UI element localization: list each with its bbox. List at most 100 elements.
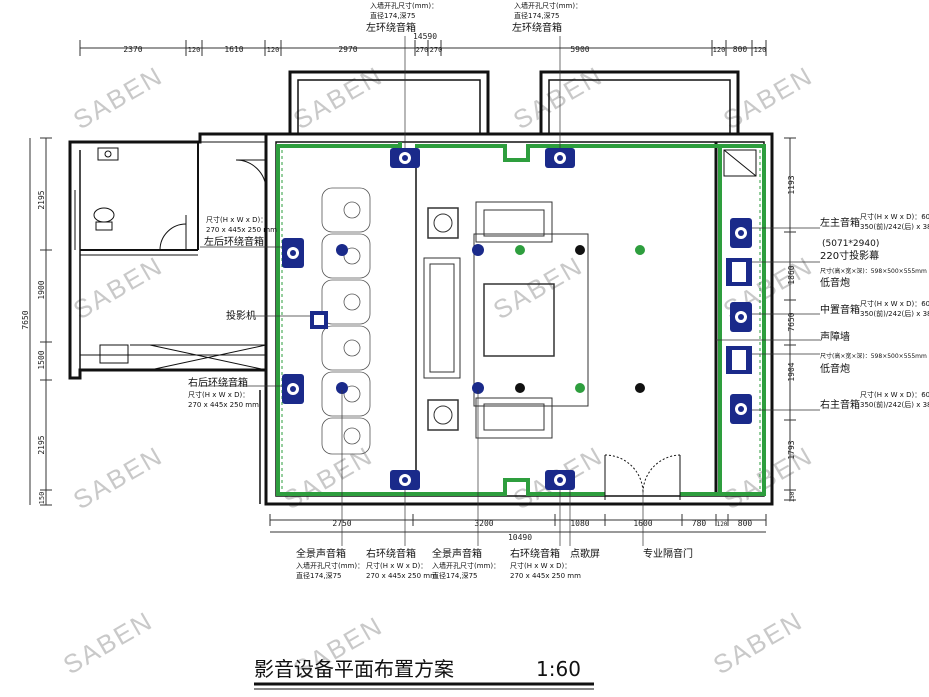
svg-text:3200: 3200 [474,519,493,528]
annotation-labels: 入墙开孔尺寸(mm)： 直径174,深75 左环绕音箱 入墙开孔尺寸(mm)： … [188,1,929,580]
left-dimension-values: 2195 1900 1500 2195 150 7650 [21,190,46,504]
toilet-fixture [74,147,267,371]
svg-text:2370: 2370 [123,45,142,54]
svg-text:150: 150 [789,491,796,502]
svg-text:尺寸(高×宽×深)：598×500×555mm: 尺寸(高×宽×深)：598×500×555mm [820,352,927,360]
sofa-area [423,201,589,439]
svg-text:1193: 1193 [787,175,796,194]
svg-text:270 x 445x 250 mm: 270 x 445x 250 mm [510,572,581,580]
svg-text:270 x 445x 250 mm: 270 x 445x 250 mm [366,572,437,580]
watermark-text: SABEN [488,250,588,325]
drawing-scale: 1:60 [536,657,581,681]
top-dimension-values: 2370 120 1610 120 2970 270 270 5900 120 … [123,32,766,54]
svg-text:右环绕音箱: 右环绕音箱 [366,547,416,560]
left-main-speaker [730,218,752,248]
svg-text:入墙开孔尺寸(mm)：: 入墙开孔尺寸(mm)： [514,1,582,10]
svg-text:右主音箱: 右主音箱 [820,398,860,411]
watermark-text: SABEN [58,605,158,680]
svg-text:尺寸(H x W x D)：: 尺寸(H x W x D)： [366,561,427,570]
bottom-dimension-values: 2750 3200 1080 1600 780 120 800 10490 [332,519,752,542]
bottom-dimension-line [269,514,767,533]
left-surround-speaker-top-2 [545,148,575,168]
svg-text:270 x 445x 250 mm: 270 x 445x 250 mm [206,226,277,234]
svg-text:150: 150 [38,492,46,505]
svg-text:120: 120 [188,46,201,54]
watermark-text: SABEN [708,605,808,680]
svg-text:800: 800 [733,45,748,54]
svg-text:7650: 7650 [21,310,30,329]
svg-text:350(前)/242(后) x 382 mm: 350(前)/242(后) x 382 mm [860,222,929,231]
subwoofer-1 [726,258,752,286]
svg-text:(5071*2940): (5071*2940) [822,239,879,249]
bottom-surround-speaker-1 [390,470,420,490]
svg-text:声障墙: 声障墙 [820,330,850,343]
soundproof-door [604,454,681,500]
recliner-seats [321,187,371,455]
projector-unit [310,311,328,329]
svg-text:270: 270 [430,46,443,54]
top-dimension-line [79,40,767,56]
svg-text:120: 120 [267,46,280,54]
svg-text:左环绕音箱: 左环绕音箱 [366,21,416,34]
speakers [282,148,752,490]
watermark-text: SABEN [68,60,168,135]
svg-text:专业隔音门: 专业隔音门 [643,547,693,560]
svg-text:7650: 7650 [787,312,796,331]
svg-text:780: 780 [692,519,707,528]
svg-text:直径174,深75: 直径174,深75 [432,571,478,580]
svg-text:800: 800 [738,519,753,528]
svg-text:1500: 1500 [37,350,46,369]
svg-text:220寸投影幕: 220寸投影幕 [820,249,879,262]
svg-text:中置音箱: 中置音箱 [820,303,860,316]
svg-text:120: 120 [713,46,726,54]
svg-text:1080: 1080 [570,519,589,528]
svg-text:右环绕音箱: 右环绕音箱 [510,547,560,560]
top-total-dim: 14590 [413,32,437,41]
watermark-text: SABEN [68,440,168,515]
svg-text:尺寸(H x W x D)：600 x: 尺寸(H x W x D)：600 x [860,299,929,308]
svg-text:1793: 1793 [787,440,796,459]
svg-text:120: 120 [754,46,767,54]
svg-text:入墙开孔尺寸(mm)：: 入墙开孔尺寸(mm)： [432,561,500,570]
subwoofer-2 [726,346,752,374]
drawing-title: 影音设备平面布置方案 [254,657,454,681]
watermarks: SABEN SABEN SABEN SABEN SABEN SABEN SABE… [58,60,818,685]
svg-text:低音炮: 低音炮 [820,362,850,375]
right-cabinet [723,149,757,177]
svg-text:直径174,深75: 直径174,深75 [514,11,560,20]
svg-text:直径174,深75: 直径174,深75 [296,571,342,580]
svg-text:低音炮: 低音炮 [820,276,850,289]
watermark-text: SABEN [68,250,168,325]
svg-text:尺寸(H x W x D)：600 x: 尺寸(H x W x D)：600 x [860,212,929,221]
leader-lines [200,36,820,546]
svg-text:270: 270 [416,46,429,54]
svg-text:5900: 5900 [570,45,589,54]
right-rear-surround-speaker [282,374,304,404]
right-main-speaker [730,394,752,424]
svg-text:2195: 2195 [37,435,46,454]
left-surround-speaker-top-1 [390,148,420,168]
svg-text:入墙开孔尺寸(mm)：: 入墙开孔尺寸(mm)： [370,1,438,10]
svg-text:全景声音箱: 全景声音箱 [432,547,482,560]
svg-text:全景声音箱: 全景声音箱 [296,547,346,560]
left-rear-surround-speaker [282,238,304,268]
svg-text:点歌屏: 点歌屏 [570,547,600,560]
svg-text:尺寸(H x W x D)：: 尺寸(H x W x D)： [206,215,267,224]
svg-text:1904: 1904 [787,362,796,381]
atmos-ceiling-speakers [336,244,645,394]
svg-text:350(前)/242(后) x 382 mm: 350(前)/242(后) x 382 mm [860,400,929,409]
svg-text:120: 120 [717,521,728,528]
acoustic-panels [276,142,766,496]
svg-text:尺寸(H x W x D)：: 尺寸(H x W x D)： [188,390,249,399]
svg-text:右后环绕音箱: 右后环绕音箱 [188,376,248,389]
svg-text:1610: 1610 [224,45,243,54]
svg-text:直径174,深75: 直径174,深75 [370,11,416,20]
svg-text:尺寸(H x W x D)：600 x: 尺寸(H x W x D)：600 x [860,390,929,399]
walls [68,70,774,506]
bottom-total-dim: 10490 [508,533,532,542]
drawing-title-block: 影音设备平面布置方案 1:60 [254,657,594,690]
svg-text:350(前)/242(后) x 382 mm: 350(前)/242(后) x 382 mm [860,309,929,318]
svg-text:左主音箱: 左主音箱 [820,216,860,229]
svg-text:270 x 445x 250 mm: 270 x 445x 250 mm [188,401,259,409]
